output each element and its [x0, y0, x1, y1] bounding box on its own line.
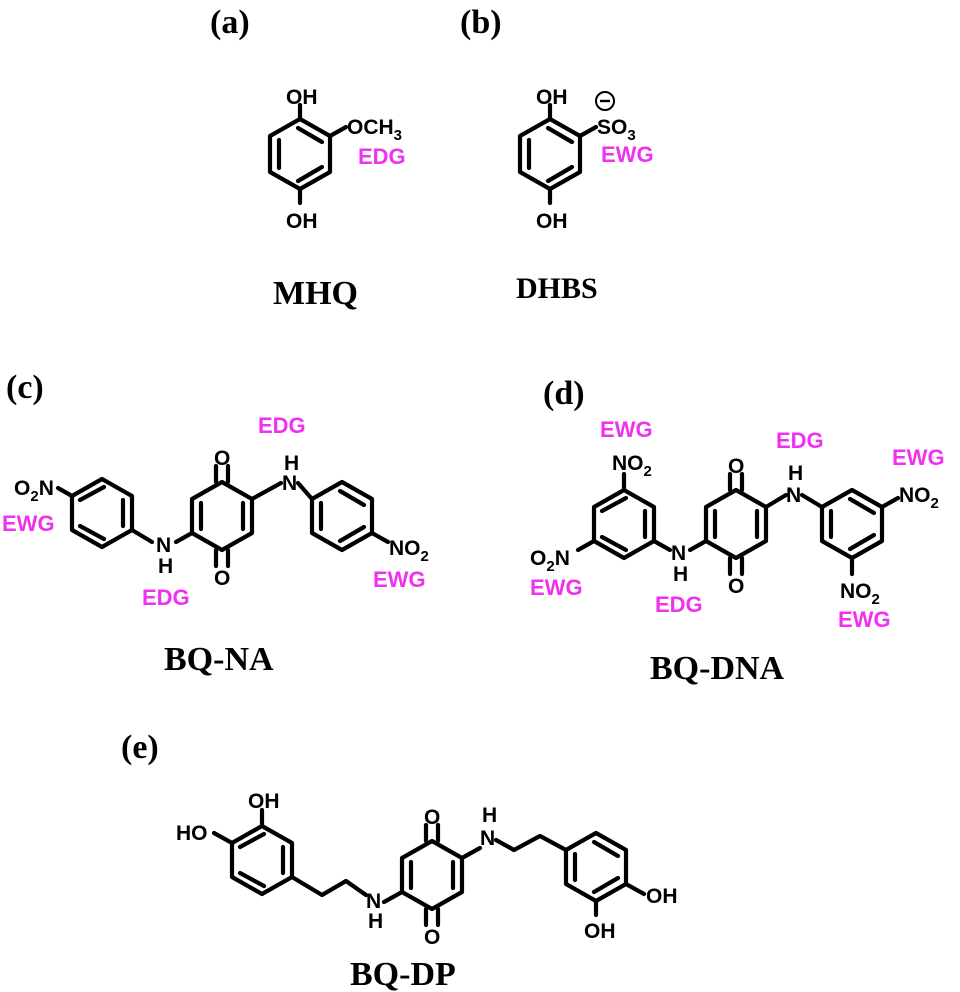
bq-dp-top-oxygen: O: [424, 806, 440, 829]
bq-na-left-aryl-double-bonds: [77, 484, 126, 542]
bq-dp-name: BQ-DP: [350, 956, 456, 992]
bq-na-amine-bonds: [129, 480, 315, 545]
bq-na-ewg-tag-left: EWG: [2, 511, 55, 536]
bq-dna-ewg-tag-top-right: EWG: [892, 445, 945, 470]
bq-dna-left-nitro-bonds: [575, 471, 627, 553]
bq-dp-left-hydroxyl-bonds: [211, 807, 265, 846]
bq-dna-left-nh-hydrogen: H: [673, 563, 688, 586]
panel-d: (d) O O N H N H NO2 NO2 NO2 O2N EDG EDG …: [530, 375, 945, 687]
mhq-bottom-hydroxyl: OH: [286, 210, 318, 233]
mhq-substituent-bonds: [297, 102, 349, 206]
dhbs-sulfonate: SO3: [597, 116, 636, 144]
bq-dna-edg-tag-top: EDG: [776, 428, 824, 453]
bq-dna-quinone-double-bonds: [712, 471, 760, 577]
bq-dna-right-aryl-double-bonds: [828, 496, 877, 552]
bq-na-left-nitro: O2N: [14, 477, 54, 505]
bq-dp-right-bottom-hydroxyl: OH: [584, 920, 616, 943]
mhq-name: MHQ: [273, 275, 358, 312]
bq-dna-bottom-oxygen: O: [728, 575, 744, 598]
bq-dp-left-top-hydroxyl: OH: [248, 790, 280, 813]
dhbs-bottom-hydroxyl: OH: [536, 210, 568, 233]
bq-na-right-aryl-double-bonds: [318, 488, 367, 544]
bq-na-left-nitro-bond: [55, 485, 75, 499]
panel-e-label: (e): [121, 729, 159, 766]
bq-dna-name: BQ-DNA: [650, 650, 785, 687]
bq-dp-left-catechol-double-bonds: [237, 831, 286, 889]
mhq-top-hydroxyl: OH: [286, 86, 318, 109]
bq-dna-edg-tag-bottom: EDG: [655, 592, 703, 617]
dhbs-ewg-tag: EWG: [601, 142, 654, 167]
bq-dp-right-ethylamine-chain: [459, 833, 569, 861]
panel-b: (b) OH OH SO3 EWG DHBS: [460, 4, 654, 305]
dhbs-top-hydroxyl: OH: [536, 86, 568, 109]
bq-dna-nitro-bottom-right: NO2: [840, 580, 880, 608]
bq-dna-right-nitro-bonds: [849, 495, 901, 577]
bq-dna-left-nh: N: [671, 542, 686, 565]
bq-na-left-nh-hydrogen: H: [158, 555, 173, 578]
bq-dna-ewg-tag-bottom-right: EWG: [838, 607, 891, 632]
bq-na-edg-tag-bottom: EDG: [142, 585, 190, 610]
panel-a: (a) OH OH OCH3 EDG MHQ: [210, 4, 406, 312]
bq-dna-right-nh: N: [786, 484, 801, 507]
bq-dp-left-nh-hydrogen: H: [368, 910, 383, 933]
bq-na-bottom-oxygen: O: [214, 567, 230, 590]
bq-dna-nitro-left: O2N: [530, 547, 570, 575]
bq-dp-left-side-hydroxyl: HO: [176, 822, 208, 845]
dhbs-ring-double-bonds: [526, 125, 575, 184]
bq-na-right-nh-hydrogen: H: [284, 452, 299, 475]
panel-a-label: (a): [210, 4, 250, 41]
dhbs-substituent-bonds: [547, 102, 599, 206]
bq-dp-right-catechol-double-bonds: [572, 839, 621, 895]
mhq-structure: OH OH OCH3: [267, 86, 402, 233]
bq-na-quinone-double-bonds: [198, 463, 246, 569]
bq-na-structure: O O N H N H NO2 O2N: [14, 447, 429, 590]
bq-dp-structure: O O N H N H OH HO OH OH: [176, 790, 678, 949]
bq-dp-left-ethylamine-chain: [289, 874, 405, 905]
dhbs-negative-charge: [595, 91, 615, 111]
bq-na-left-nh: N: [156, 534, 171, 557]
bq-dp-bottom-oxygen: O: [424, 926, 440, 949]
bq-dna-right-aryl-ring: [819, 487, 885, 561]
dhbs-structure: OH OH SO3: [517, 86, 636, 233]
bq-na-ewg-tag-right: EWG: [373, 567, 426, 592]
bq-dna-ewg-tag-top-left: EWG: [600, 417, 653, 442]
bq-dp-left-nh: N: [366, 890, 381, 913]
bq-dp-right-nh-hydrogen: H: [482, 804, 497, 827]
panel-c: (c) O O N H N H NO2 O2N EDG EDG EWG EWG …: [2, 369, 429, 678]
mhq-methoxy: OCH3: [347, 116, 402, 144]
bq-dna-nitro-top-left: NO2: [612, 452, 652, 480]
bq-dna-top-oxygen: O: [728, 455, 744, 478]
bq-dp-quinone-double-bonds: [408, 822, 456, 928]
panel-b-label: (b): [460, 4, 502, 41]
bq-na-edg-tag-top: EDG: [258, 413, 306, 438]
bq-dna-nitro-right: NO2: [899, 484, 939, 512]
dhbs-name: DHBS: [516, 272, 598, 305]
bq-dna-amine-bonds: [651, 492, 825, 553]
bq-dp-right-side-hydroxyl: OH: [646, 885, 678, 908]
bq-dna-structure: O O N H N H NO2 NO2 NO2 O2N: [530, 452, 939, 608]
bq-na-right-nitro: NO2: [389, 537, 429, 565]
bq-dp-right-nh: N: [480, 827, 495, 850]
mhq-edg-tag: EDG: [358, 144, 406, 169]
mhq-ring-double-bonds: [276, 125, 325, 184]
bq-na-right-nitro-bond: [369, 530, 391, 545]
panel-c-label: (c): [6, 369, 44, 406]
bq-dna-left-aryl-double-bonds: [599, 495, 648, 553]
panel-e: (e) O O N H N H OH HO OH OH BQ-DP: [121, 729, 678, 992]
bq-na-top-oxygen: O: [214, 447, 230, 470]
bq-dna-ewg-tag-bottom-left: EWG: [530, 575, 583, 600]
panel-d-label: (d): [543, 375, 585, 412]
bq-na-right-nh: N: [282, 472, 297, 495]
bq-dna-right-nh-hydrogen: H: [788, 462, 803, 485]
bq-na-name: BQ-NA: [164, 641, 274, 678]
bq-dp-right-hydroxyl-bonds: [593, 881, 647, 918]
